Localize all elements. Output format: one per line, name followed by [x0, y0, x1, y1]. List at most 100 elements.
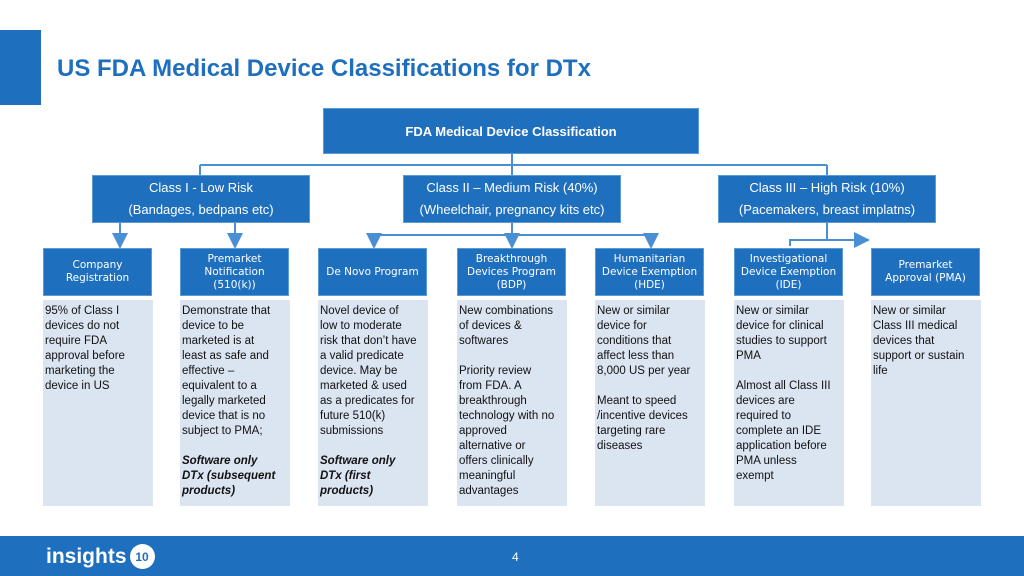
- description-line: alternative or: [459, 440, 526, 452]
- insights10-logo: insights 10: [46, 544, 155, 569]
- pathway-label-line: Devices Program: [466, 265, 557, 278]
- logo-text: insights: [46, 544, 127, 568]
- description-spacer: [459, 349, 565, 364]
- class-1-title: Class I - Low Risk: [148, 180, 254, 195]
- description-line: softwares: [459, 335, 509, 347]
- description-spacer: [736, 364, 842, 379]
- class-2-examples: (Wheelchair, pregnancy kits etc): [419, 202, 605, 217]
- pathway-label-line: Premarket: [898, 259, 953, 271]
- description-line: approved: [459, 425, 507, 437]
- class-1-box: Class I - Low Risk (Bandages, bedpans et…: [92, 175, 310, 223]
- description-line: devices do not: [45, 320, 120, 332]
- description-line: require FDA: [45, 335, 107, 347]
- description-emphasis-line: DTx (first: [320, 470, 371, 482]
- description-line: device in US: [45, 380, 110, 392]
- pathway-label-line: Company: [72, 259, 123, 271]
- description-line: a valid predicate: [320, 350, 404, 362]
- description-line: subject to PMA;: [182, 425, 263, 437]
- pathway-label-line: Device Exemption: [740, 265, 837, 278]
- description-emphasis-line: Software only: [320, 455, 396, 467]
- description-line: New or similar: [736, 305, 809, 317]
- description-line: life: [873, 365, 888, 377]
- description-line: New or similar: [873, 305, 946, 317]
- description-line: New or similar: [597, 305, 670, 317]
- description-line: Meant to speed: [597, 395, 677, 407]
- description-emphasis-line: products): [182, 485, 236, 497]
- description-line: device for: [597, 320, 647, 332]
- logo-badge-icon: 10: [129, 544, 155, 569]
- description-line: of devices &: [459, 320, 522, 332]
- description-line: marketed & used: [320, 380, 407, 392]
- description-line: offers clinically: [459, 455, 534, 467]
- pathway-label-line: De Novo Program: [326, 265, 419, 278]
- pathway-label-line: Device Exemption: [601, 265, 698, 278]
- description-line: affect less than: [597, 350, 675, 362]
- description-line: support or sustain: [873, 350, 965, 362]
- class-3-title: Class III – High Risk (10%): [749, 180, 905, 195]
- page-number: 4: [512, 550, 519, 564]
- class-2-title: Class II – Medium Risk (40%): [426, 180, 598, 195]
- description-line: approval before: [45, 350, 125, 362]
- class-2-box: Class II – Medium Risk (40%) (Wheelchair…: [403, 175, 621, 223]
- description-line: equivalent to a: [182, 380, 257, 392]
- description-line: advantages: [459, 485, 519, 497]
- description-line: 8,000 US per year: [597, 365, 691, 377]
- description-line: meaningful: [459, 470, 516, 482]
- description-line: least as safe and: [182, 350, 269, 362]
- description-line: Class III medical: [873, 320, 958, 332]
- pathway-label-line: (510(k)): [213, 278, 256, 291]
- description-spacer: [182, 439, 288, 454]
- description-line: marketed is at: [182, 335, 255, 347]
- description-line: device for clinical: [736, 320, 824, 332]
- pathway-description-premarket-notification-510k: Demonstrate that device to be marketed is …: [180, 300, 290, 506]
- footer-bar: insights 10 4: [0, 536, 1024, 576]
- description-line: submissions: [320, 425, 384, 437]
- page-title: US FDA Medical Device Classifications fo…: [57, 55, 591, 82]
- description-line: conditions that: [597, 335, 672, 347]
- description-emphasis-line: products): [320, 485, 374, 497]
- class-1-examples: (Bandages, bedpans etc): [128, 202, 274, 217]
- description-line: technology with no: [459, 410, 555, 422]
- description-line: application before: [736, 440, 827, 452]
- description-line: from FDA. A: [459, 380, 522, 392]
- description-line: breakthrough: [459, 395, 527, 407]
- description-emphasis-line: DTx (subsequent: [182, 470, 276, 482]
- description-line: effective –: [182, 365, 235, 377]
- description-line: device that is no: [182, 410, 266, 422]
- description-line: devices that: [873, 335, 935, 347]
- description-line: marketing the: [45, 365, 115, 377]
- pathway-description-investigational-device-exemption: New or similar device for clinical studies…: [734, 300, 844, 506]
- description-line: complete an IDE: [736, 425, 822, 437]
- pathway-description-humanitarian-device-exemption: New or similar device for conditions that a…: [595, 300, 705, 506]
- arrow-to-de-novo: [366, 223, 513, 249]
- description-line: Priority review: [459, 365, 532, 377]
- description-line: legally marketed: [182, 395, 266, 407]
- pathway-label-line: Premarket: [207, 252, 262, 265]
- description-line: required to: [736, 410, 791, 422]
- description-line: devices are: [736, 395, 795, 407]
- description-line: PMA: [736, 350, 761, 362]
- pathway-label-line: Notification: [204, 265, 265, 278]
- title-accent-bar: [0, 30, 41, 105]
- description-line: /incentive devices: [597, 410, 688, 422]
- pathway-box-de-novo-program: De Novo Program: [318, 248, 427, 296]
- class-3-box: Class III – High Risk (10%) (Pacemakers,…: [718, 175, 936, 223]
- pathway-label-line: Approval (PMA): [885, 272, 966, 284]
- pathway-label-line: (HDE): [634, 278, 665, 291]
- description-line: device to be: [182, 320, 245, 332]
- description-line: studies to support: [736, 335, 827, 347]
- connector-to-ide: [789, 223, 828, 246]
- arrow-to-hde: [511, 223, 659, 249]
- description-line: Demonstrate that: [182, 305, 271, 317]
- description-line: device. May be: [320, 365, 398, 377]
- arrow-to-pma: [826, 223, 870, 248]
- description-spacer: [320, 439, 426, 454]
- description-line: PMA unless: [736, 455, 797, 467]
